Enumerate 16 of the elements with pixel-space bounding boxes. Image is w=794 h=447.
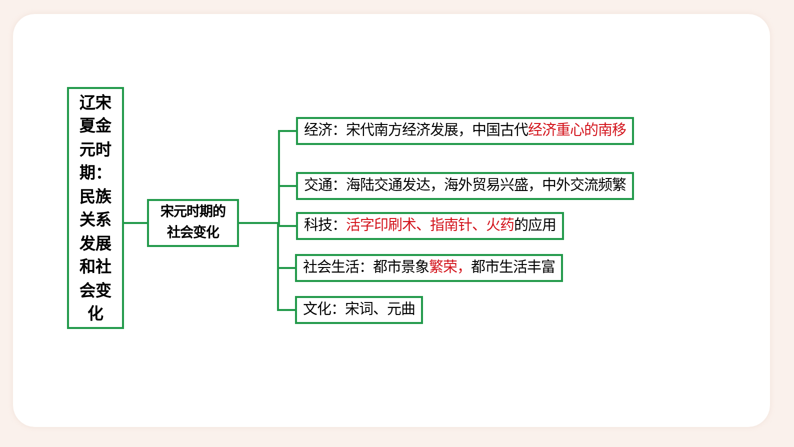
detail-box	[296, 117, 634, 145]
detail-box	[296, 212, 564, 240]
topic-box	[67, 87, 124, 329]
connector-line	[124, 222, 147, 224]
subtopic-box	[147, 199, 239, 247]
topic-title-text: 辽宋夏金元时期：民族关系发展和社会变化	[80, 92, 112, 325]
detail-text: 交通：海陆交通发达，海外贸易兴盛，中外交流频繁	[304, 178, 626, 194]
detail-text: 社会生活：都市景象繁荣，都市生活丰富	[303, 260, 555, 276]
connector-line	[239, 222, 295, 311]
detail-text: 文化：宋词、元曲	[303, 302, 415, 318]
subtopic-text: 宋元时期的社会变化	[160, 203, 226, 243]
detail-text: 科技：活字印刷术、指南针、火药的应用	[304, 218, 556, 234]
detail-text: 经济：宋代南方经济发展，中国古代经济重心的南移	[304, 124, 626, 138]
detail-box	[295, 296, 423, 324]
detail-box	[295, 254, 563, 282]
detail-box	[296, 172, 634, 200]
